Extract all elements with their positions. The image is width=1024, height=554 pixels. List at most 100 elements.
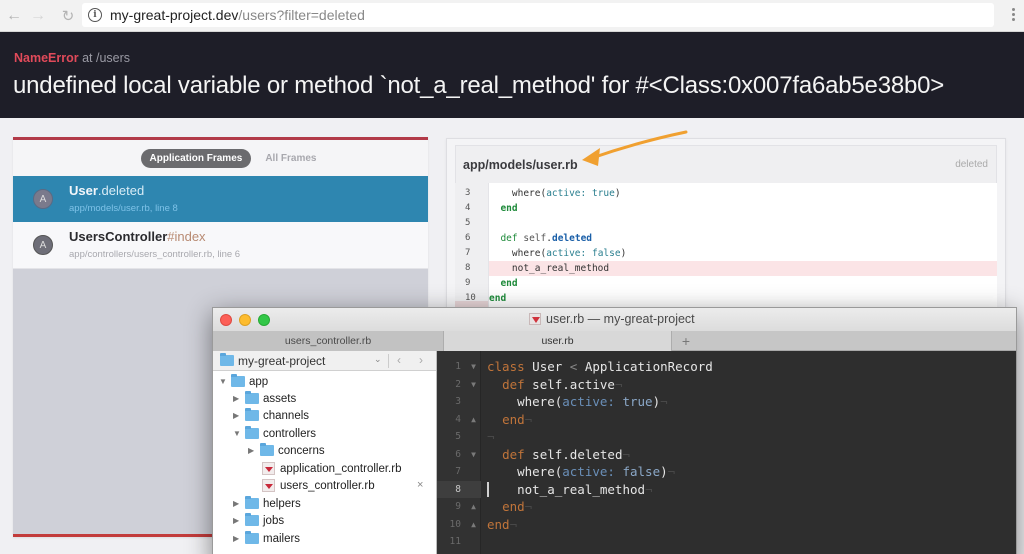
folder-icon xyxy=(245,391,259,404)
arrow-left-icon: ← xyxy=(6,6,22,24)
editor-title: user.rb — my-great-project xyxy=(529,312,695,326)
code-body: 3 where(active: true) 4 end 5 6 def self… xyxy=(455,183,997,317)
tab-users-controller[interactable]: users_controller.rb xyxy=(213,331,444,351)
disclosure-closed-icon: ▶ xyxy=(233,516,240,525)
frames-tabs: Application Frames All Frames xyxy=(13,140,428,176)
editor-code-line: end¬ xyxy=(487,516,518,532)
error-location: at /users xyxy=(82,51,131,65)
project-selector[interactable]: my-great-project ⌄ ‹ › xyxy=(213,351,436,371)
disclosure-open-icon: ▼ xyxy=(219,377,227,386)
error-class: NameError xyxy=(14,51,79,65)
tree-folder-assets[interactable]: ▶assets xyxy=(233,391,297,405)
project-name: my-great-project xyxy=(238,353,326,368)
disclosure-closed-icon: ▶ xyxy=(233,411,240,420)
tab-all-frames[interactable]: All Frames xyxy=(265,152,317,164)
editor-code-line: def self.deleted¬ xyxy=(502,446,631,462)
fold-icon[interactable]: ▼ xyxy=(471,449,476,459)
frame-location: app/controllers/users_controller.rb, lin… xyxy=(69,249,241,260)
browser-toolbar: ← → ↻ i my-great-project.dev/users?filte… xyxy=(0,0,1024,32)
info-icon[interactable]: i xyxy=(88,8,102,22)
error-subtitle: NameError at /users xyxy=(14,51,130,65)
vertical-dots-icon[interactable] xyxy=(1012,8,1016,21)
folder-icon xyxy=(245,426,259,439)
error-message: undefined local variable or method `not_… xyxy=(13,72,945,99)
editor-code-line: class User < ApplicationRecord xyxy=(487,359,713,374)
divider xyxy=(388,354,389,368)
folder-icon xyxy=(245,408,259,421)
new-tab-button[interactable]: + xyxy=(681,332,691,349)
reload-icon: ↻ xyxy=(61,7,75,25)
tree-folder-controllers[interactable]: ▼controllers xyxy=(233,426,317,440)
folder-icon xyxy=(260,443,274,456)
code-line: 7 where(active: false) xyxy=(465,248,627,259)
editor-gutter: 1▼ 2▼ 3 4▲ 5 6▼ 7 8 9▲ 10▲ 11 xyxy=(437,351,481,554)
unfold-icon[interactable]: ▲ xyxy=(471,519,476,529)
editor-code-line: end¬ xyxy=(502,499,533,514)
unfold-icon[interactable]: ▲ xyxy=(471,502,476,511)
code-line: 3 where(active: true) xyxy=(465,188,621,199)
maximize-window-button[interactable] xyxy=(258,314,270,326)
folder-icon xyxy=(231,374,245,387)
minimize-window-button[interactable] xyxy=(239,314,251,326)
source-code-panel: app/models/user.rb deleted 3 where(activ… xyxy=(446,138,1006,318)
tree-folder-concerns[interactable]: ▶concerns xyxy=(248,443,325,457)
folder-icon xyxy=(245,531,259,544)
chevron-left-icon[interactable]: ‹ xyxy=(397,353,401,367)
frame-item-users-controller-index[interactable]: A UsersController#index app/controllers/… xyxy=(13,222,428,269)
url-path: /users?filter=deleted xyxy=(238,7,365,23)
forward-button[interactable]: → xyxy=(26,4,50,28)
tree-file-users-controller[interactable]: users_controller.rb xyxy=(262,477,375,494)
arrow-right-icon: → xyxy=(30,6,46,24)
code-file-path[interactable]: app/models/user.rb xyxy=(463,158,578,172)
disclosure-closed-icon: ▶ xyxy=(233,394,240,403)
folder-icon xyxy=(220,353,234,366)
back-button[interactable]: ← xyxy=(2,4,26,28)
tree-file-application-controller[interactable]: application_controller.rb xyxy=(262,460,401,477)
tree-folder-channels[interactable]: ▶channels xyxy=(233,408,310,422)
editor-titlebar[interactable]: user.rb — my-great-project xyxy=(213,308,1016,331)
reload-button[interactable]: ↻ xyxy=(56,4,80,28)
frame-location: app/models/user.rb, line 8 xyxy=(69,203,178,214)
disclosure-closed-icon: ▶ xyxy=(248,446,255,455)
code-line: 4 end xyxy=(465,203,518,214)
chevron-down-icon[interactable]: ⌄ xyxy=(374,354,382,364)
editor-tabs: users_controller.rb user.rb + xyxy=(213,331,1016,351)
editor-code-line-current: not_a_real_method¬ xyxy=(487,481,653,497)
fold-icon[interactable]: ▼ xyxy=(471,379,476,389)
editor-code-area[interactable]: class User < ApplicationRecord def self.… xyxy=(481,351,1016,554)
frame-title: UsersController#index xyxy=(69,229,206,244)
editor-code-line: ¬ xyxy=(487,429,495,444)
disclosure-closed-icon: ▶ xyxy=(233,499,240,508)
tab-application-frames[interactable]: Application Frames xyxy=(140,148,252,168)
close-icon[interactable]: × xyxy=(417,479,424,491)
tree-folder-jobs[interactable]: ▶jobs xyxy=(233,513,285,527)
code-area: 3 where(active: true) 4 end 5 6 def self… xyxy=(465,183,997,317)
code-line-highlighted: 8 not_a_real_method xyxy=(465,261,997,276)
code-method-name: deleted xyxy=(955,159,988,170)
text-editor-window: user.rb — my-great-project users_control… xyxy=(212,307,1017,554)
frame-item-user-deleted[interactable]: A User.deleted app/models/user.rb, line … xyxy=(13,176,428,222)
folder-icon xyxy=(245,513,259,526)
code-header: app/models/user.rb deleted xyxy=(455,145,997,183)
editor-code-line: def self.active¬ xyxy=(502,376,623,392)
folder-icon xyxy=(245,496,259,509)
tree-folder-app[interactable]: ▼app xyxy=(219,374,269,388)
chevron-right-icon[interactable]: › xyxy=(419,353,423,367)
tab-user-rb[interactable]: user.rb xyxy=(444,331,672,351)
unfold-icon[interactable]: ▲ xyxy=(471,414,476,424)
address-bar[interactable]: i my-great-project.dev/users?filter=dele… xyxy=(82,3,994,27)
avatar: A xyxy=(33,235,53,255)
disclosure-closed-icon: ▶ xyxy=(233,534,240,543)
close-window-button[interactable] xyxy=(220,314,232,326)
tree-folder-helpers[interactable]: ▶helpers xyxy=(233,496,301,510)
tree-folder-mailers[interactable]: ▶mailers xyxy=(233,531,301,545)
code-gutter xyxy=(455,183,488,317)
current-line-gutter: 8 xyxy=(437,480,481,498)
text-cursor xyxy=(487,482,489,497)
code-line: 5 xyxy=(465,218,471,228)
error-header: NameError at /users undefined local vari… xyxy=(0,32,1024,118)
fold-icon[interactable]: ▼ xyxy=(471,362,476,371)
code-line: 9 end xyxy=(465,278,518,289)
url-host: my-great-project.dev xyxy=(110,7,239,23)
